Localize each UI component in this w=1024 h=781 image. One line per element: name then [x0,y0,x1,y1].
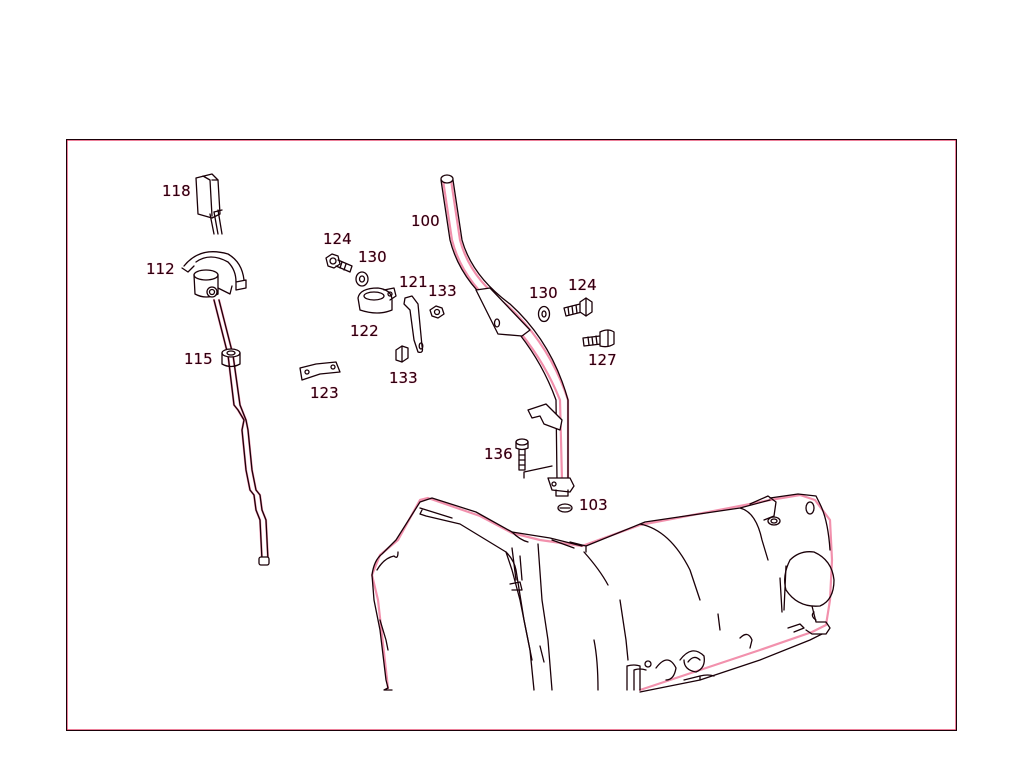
part-130-washer-left-drawing [355,271,369,287]
part-103-oring-drawing [557,503,573,513]
part-118-handle-drawing [195,173,223,235]
dipstick-rod-drawing [213,299,270,566]
transmission-housing-drawing [371,493,835,693]
callout-127[interactable]: 127 [588,351,617,369]
callout-118[interactable]: 118 [162,182,191,200]
callout-112[interactable]: 112 [146,260,175,278]
part-100-fill-tube-drawing [440,174,575,497]
callout-130-left[interactable]: 130 [358,248,387,266]
callout-123[interactable]: 123 [310,384,339,402]
callout-124-left[interactable]: 124 [323,230,352,248]
callout-133-upper[interactable]: 133 [428,282,457,300]
callout-136[interactable]: 136 [484,445,513,463]
part-124-bolt-left-drawing [325,253,353,273]
part-133-nut-lower-drawing [395,345,409,363]
part-121-bracket-drawing [403,295,424,354]
part-115-grommet-drawing [221,348,241,368]
part-136-screw-drawing [515,438,553,479]
part-133-nut-upper-drawing [429,305,445,319]
callout-103[interactable]: 103 [579,496,608,514]
part-130-washer-right-drawing [537,305,551,323]
callout-100[interactable]: 100 [411,212,440,230]
part-124-bolt-right-drawing [563,297,593,317]
callout-130-right[interactable]: 130 [529,284,558,302]
callout-115[interactable]: 115 [184,350,213,368]
callout-133-lower[interactable]: 133 [389,369,418,387]
callout-122[interactable]: 122 [350,322,379,340]
part-122-clamp-drawing [357,287,397,314]
callout-124-right[interactable]: 124 [568,276,597,294]
callout-121[interactable]: 121 [399,273,428,291]
part-112-clamp-drawing [181,251,247,298]
part-127-bolt-drawing [582,329,615,348]
part-123-plate-drawing [299,361,341,381]
